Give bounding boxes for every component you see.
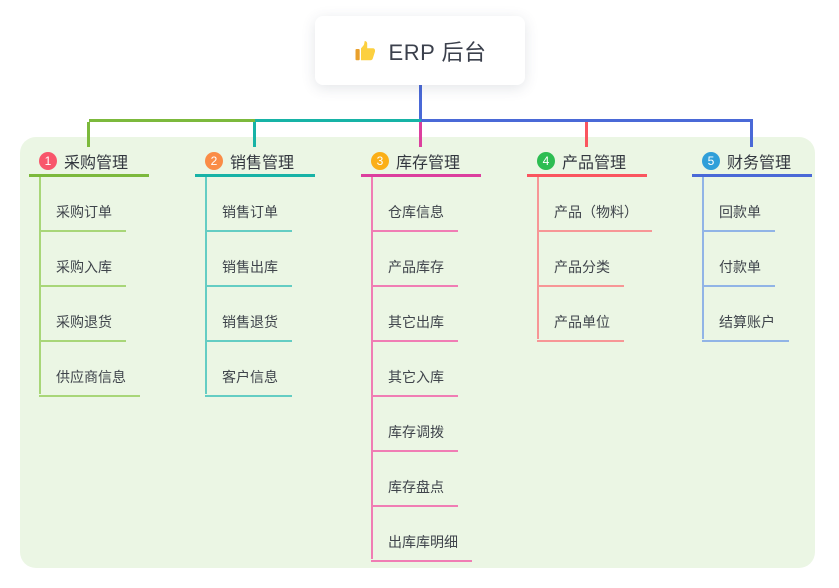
branch-3-child-label: 出库库明细 (371, 532, 472, 562)
branch-5-child-3[interactable]: 结算账户 (702, 312, 789, 342)
root-title: ERP 后台 (388, 39, 487, 65)
branch-3-child-label: 产品库存 (371, 257, 458, 287)
branch-4-number-badge: 4 (537, 151, 555, 170)
branch-2-child-label: 销售退货 (205, 312, 292, 342)
branch-3-child-4[interactable]: 其它入库 (371, 367, 458, 397)
branch-5-label: 财务管理 (727, 154, 792, 172)
branch-1-drop-connector (87, 122, 90, 147)
branch-3-child-label: 仓库信息 (371, 202, 458, 232)
branch-4-label: 产品管理 (562, 154, 627, 172)
branches-background-panel (20, 137, 815, 568)
branch-4-child-label: 产品（物料） (537, 202, 652, 232)
branch-1-header[interactable]: 1 采购管理 (29, 147, 149, 177)
branch-1-label: 采购管理 (64, 154, 129, 172)
branch-2-child-1[interactable]: 销售订单 (205, 202, 292, 232)
branch-2-child-label: 客户信息 (205, 367, 292, 397)
branch-5-drop-connector (750, 122, 753, 147)
branch-2-header[interactable]: 2 销售管理 (195, 147, 315, 177)
branch-4-child-label: 产品分类 (537, 257, 624, 287)
branch-3-header[interactable]: 3 库存管理 (361, 147, 481, 177)
branch-4-child-label: 产品单位 (537, 312, 624, 342)
branch-3-number-badge: 3 (371, 151, 389, 170)
branch-5-child-2[interactable]: 付款单 (702, 257, 775, 287)
branch-2-child-4[interactable]: 客户信息 (205, 367, 292, 397)
branch-1-number-badge: 1 (39, 151, 57, 170)
branch-1-child-label: 采购退货 (39, 312, 126, 342)
branch-3-child-6[interactable]: 库存盘点 (371, 477, 458, 507)
branch-5-child-label: 回款单 (702, 202, 775, 232)
branch-4-child-2[interactable]: 产品分类 (537, 257, 624, 287)
branch-2-child-2[interactable]: 销售出库 (205, 257, 292, 287)
branch-1-child-label: 采购订单 (39, 202, 126, 232)
branch-5-spine-connector (702, 177, 704, 339)
top-connector-segment (421, 119, 753, 122)
branch-5-child-label: 结算账户 (702, 312, 789, 342)
branch-2-child-label: 销售出库 (205, 257, 292, 287)
branch-4-drop-connector (585, 122, 588, 147)
root-connector (419, 85, 422, 119)
branch-1-child-2[interactable]: 采购入库 (39, 257, 126, 287)
branch-2-label: 销售管理 (230, 154, 295, 172)
branch-2-drop-connector (253, 122, 256, 147)
branch-5-number-badge: 5 (702, 151, 720, 170)
branch-4-header[interactable]: 4 产品管理 (527, 147, 647, 177)
branch-3-child-label: 库存调拨 (371, 422, 458, 452)
branch-3-child-label: 其它入库 (371, 367, 458, 397)
branch-3-child-7[interactable]: 出库库明细 (371, 532, 472, 562)
branch-4-child-3[interactable]: 产品单位 (537, 312, 624, 342)
branch-1-child-label: 供应商信息 (39, 367, 140, 397)
branch-3-drop-connector (419, 122, 422, 147)
branch-1-child-4[interactable]: 供应商信息 (39, 367, 140, 397)
branch-2-child-label: 销售订单 (205, 202, 292, 232)
root-node[interactable]: ERP 后台 (315, 16, 525, 85)
branch-3-child-1[interactable]: 仓库信息 (371, 202, 458, 232)
branch-3-child-3[interactable]: 其它出库 (371, 312, 458, 342)
branch-2-child-3[interactable]: 销售退货 (205, 312, 292, 342)
branch-3-child-label: 库存盘点 (371, 477, 458, 507)
top-connector-segment (255, 119, 422, 122)
branch-3-child-5[interactable]: 库存调拨 (371, 422, 458, 452)
branch-2-number-badge: 2 (205, 151, 223, 170)
branch-3-label: 库存管理 (396, 154, 461, 172)
thumbs-up-icon (355, 40, 375, 60)
branch-5-child-1[interactable]: 回款单 (702, 202, 775, 232)
branch-4-spine-connector (537, 177, 539, 339)
branch-1-child-3[interactable]: 采购退货 (39, 312, 126, 342)
branch-5-header[interactable]: 5 财务管理 (692, 147, 812, 177)
branch-5-child-label: 付款单 (702, 257, 775, 287)
branch-3-child-label: 其它出库 (371, 312, 458, 342)
branch-1-child-1[interactable]: 采购订单 (39, 202, 126, 232)
branch-1-child-label: 采购入库 (39, 257, 126, 287)
branch-3-spine-connector (371, 177, 373, 559)
top-connector-segment (89, 119, 256, 122)
branch-3-child-2[interactable]: 产品库存 (371, 257, 458, 287)
branch-4-child-1[interactable]: 产品（物料） (537, 202, 652, 232)
